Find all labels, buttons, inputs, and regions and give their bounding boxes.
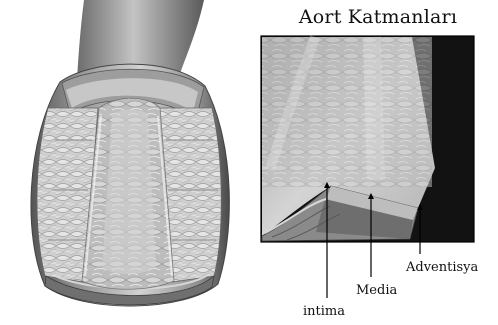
media-label: Media <box>356 284 397 297</box>
aorta-cross-section-illustration <box>31 0 229 306</box>
inset-layer-detail <box>261 36 474 242</box>
intima-label: intima <box>303 305 345 318</box>
figure-title: Aort Katmanları <box>264 6 492 28</box>
adventisya-label: Adventisya <box>406 261 478 274</box>
